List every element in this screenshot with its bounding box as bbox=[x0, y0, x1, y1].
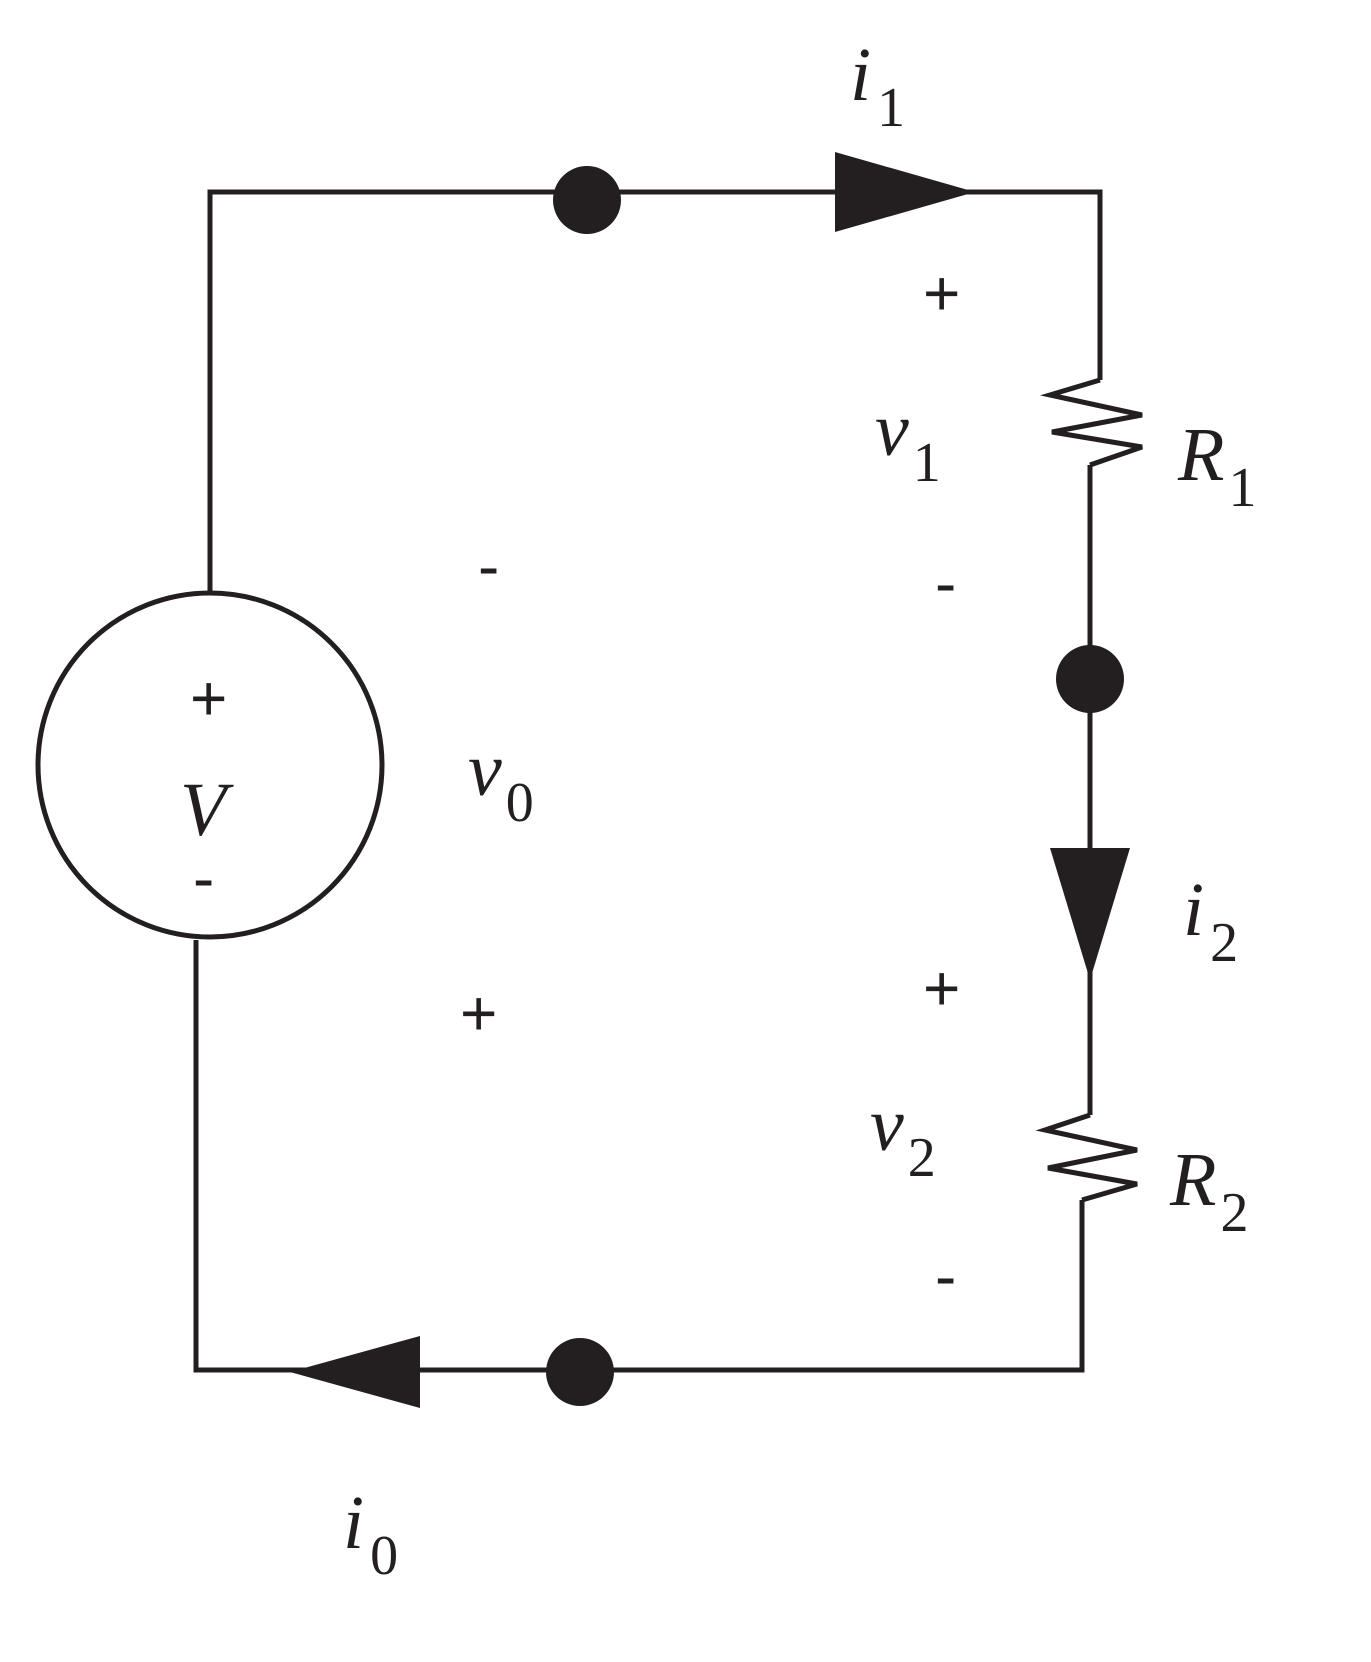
source-plus: + bbox=[190, 662, 227, 734]
arrow-i0-left bbox=[290, 1336, 420, 1408]
v2-plus: + bbox=[923, 952, 960, 1024]
wire-bottom bbox=[193, 940, 1085, 1373]
voltage-source bbox=[35, 590, 385, 940]
resistor-r2-label: R2 bbox=[1169, 1138, 1248, 1244]
source-minus: - bbox=[193, 842, 214, 914]
source-label: V bbox=[180, 768, 234, 852]
v0-label: v0 bbox=[468, 728, 534, 834]
v2-minus: - bbox=[935, 1240, 956, 1312]
v1-plus: + bbox=[923, 257, 960, 329]
v1-label: v1 bbox=[875, 388, 941, 494]
arrow-i2-down bbox=[1050, 848, 1130, 980]
node-middle-right bbox=[1056, 645, 1124, 713]
v0-plus: + bbox=[460, 977, 497, 1049]
v1-minus: - bbox=[935, 547, 956, 619]
resistor-r1 bbox=[1040, 377, 1143, 468]
node-bottom bbox=[546, 1338, 614, 1406]
v0-minus: - bbox=[478, 530, 499, 602]
wire-top bbox=[207, 189, 1103, 595]
arrow-i1-right bbox=[835, 152, 975, 232]
resistor-r1-label: R1 bbox=[1177, 413, 1256, 519]
resistor-r2 bbox=[1035, 1112, 1138, 1203]
node-top bbox=[553, 166, 621, 234]
v2-label: v2 bbox=[870, 1083, 936, 1189]
